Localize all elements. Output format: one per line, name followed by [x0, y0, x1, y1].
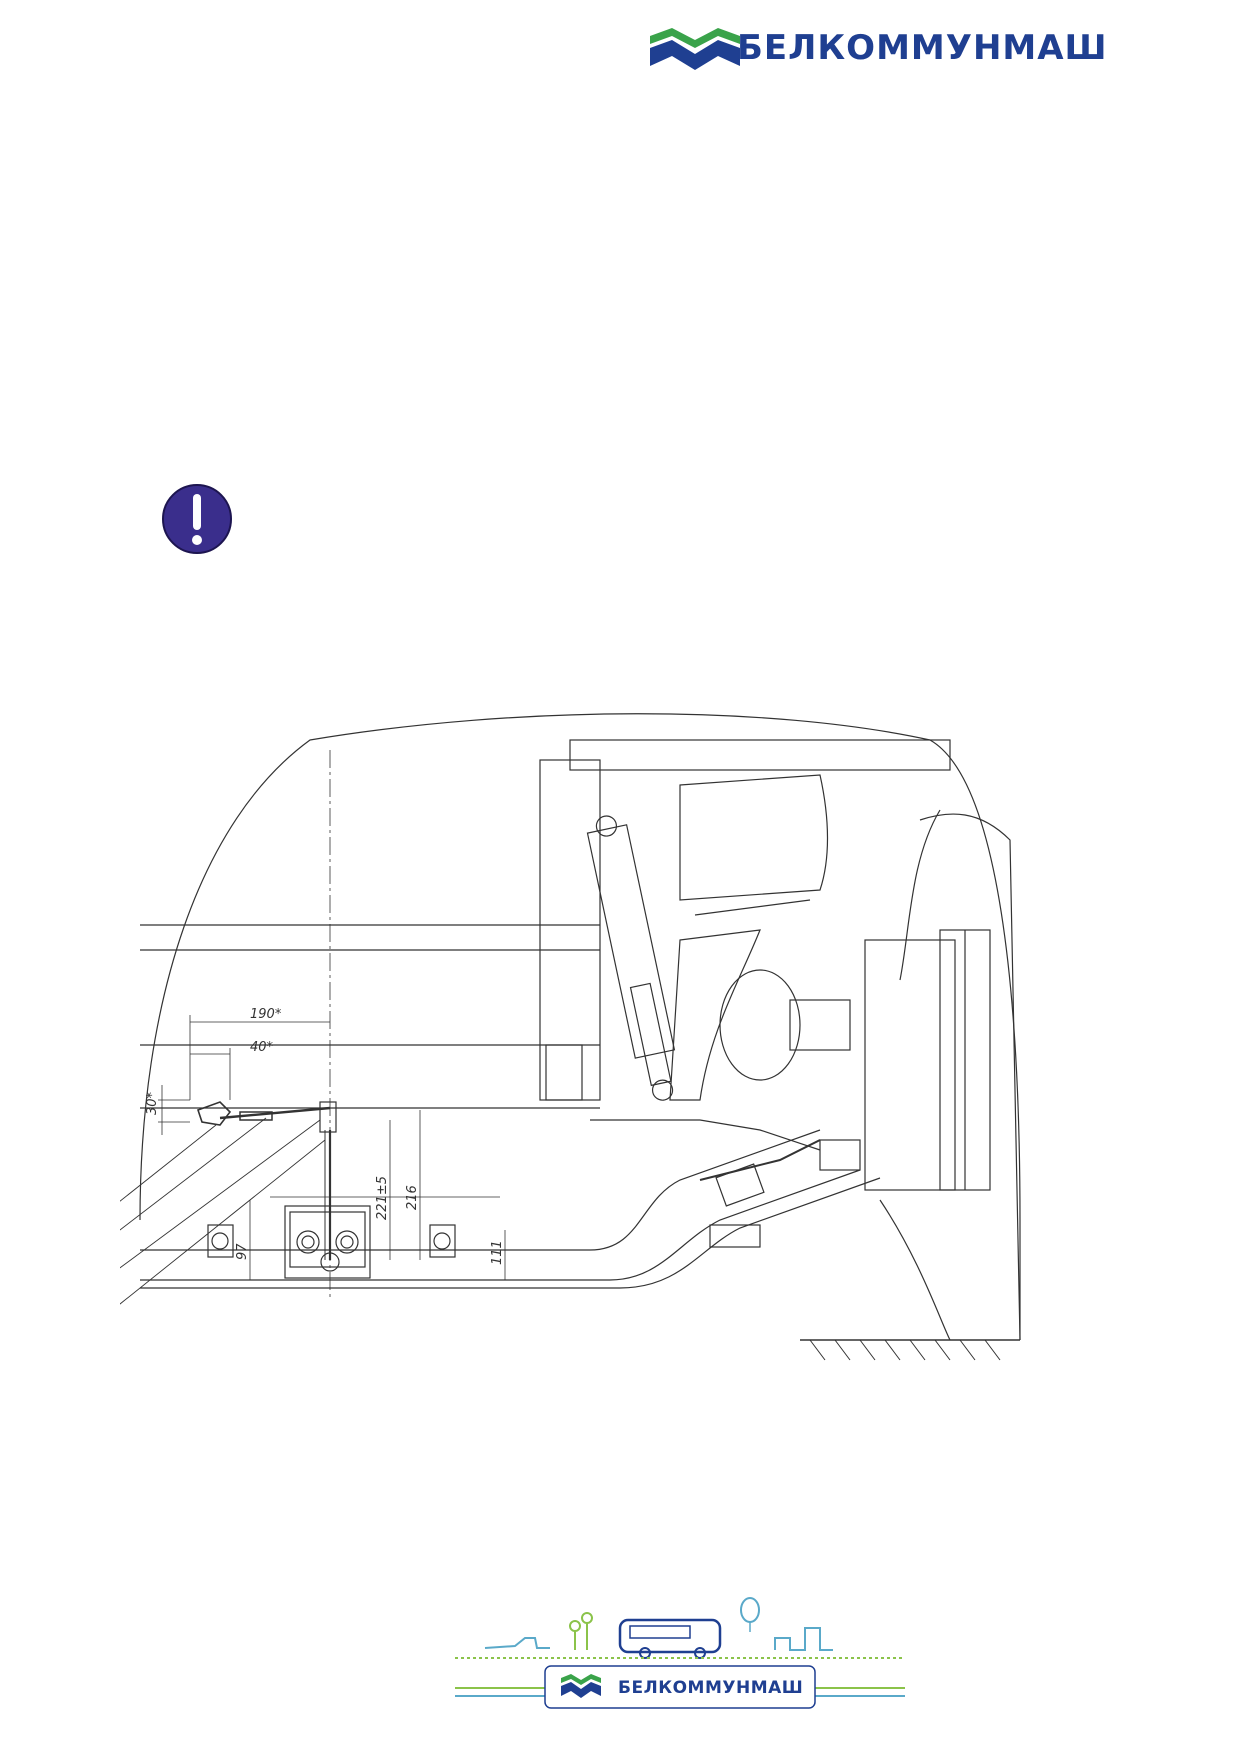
brand-name: БЕЛКОММУНМАШ — [737, 28, 1108, 68]
dimension-label: 97 — [235, 1243, 250, 1260]
dimension-label: 221±5 — [375, 1176, 390, 1220]
dimension-label: 111 — [490, 1240, 505, 1265]
exclamation-notice-icon — [162, 484, 232, 554]
dimension-label: 216 — [405, 1185, 420, 1210]
city-bus-illustration-icon — [455, 1597, 905, 1709]
dimension-label: 30* — [145, 1091, 160, 1115]
footer-brand-name: БЕЛКОММУНМАШ — [618, 1678, 804, 1698]
dimension-label: 190* — [250, 1007, 282, 1022]
chevron-logo-icon — [650, 28, 740, 70]
suspension-technical-drawing: 190* 40* 30* 221±5 216 97 111 1 2 3 4 — [120, 713, 1021, 1361]
dimension-label: 40* — [250, 1040, 274, 1055]
